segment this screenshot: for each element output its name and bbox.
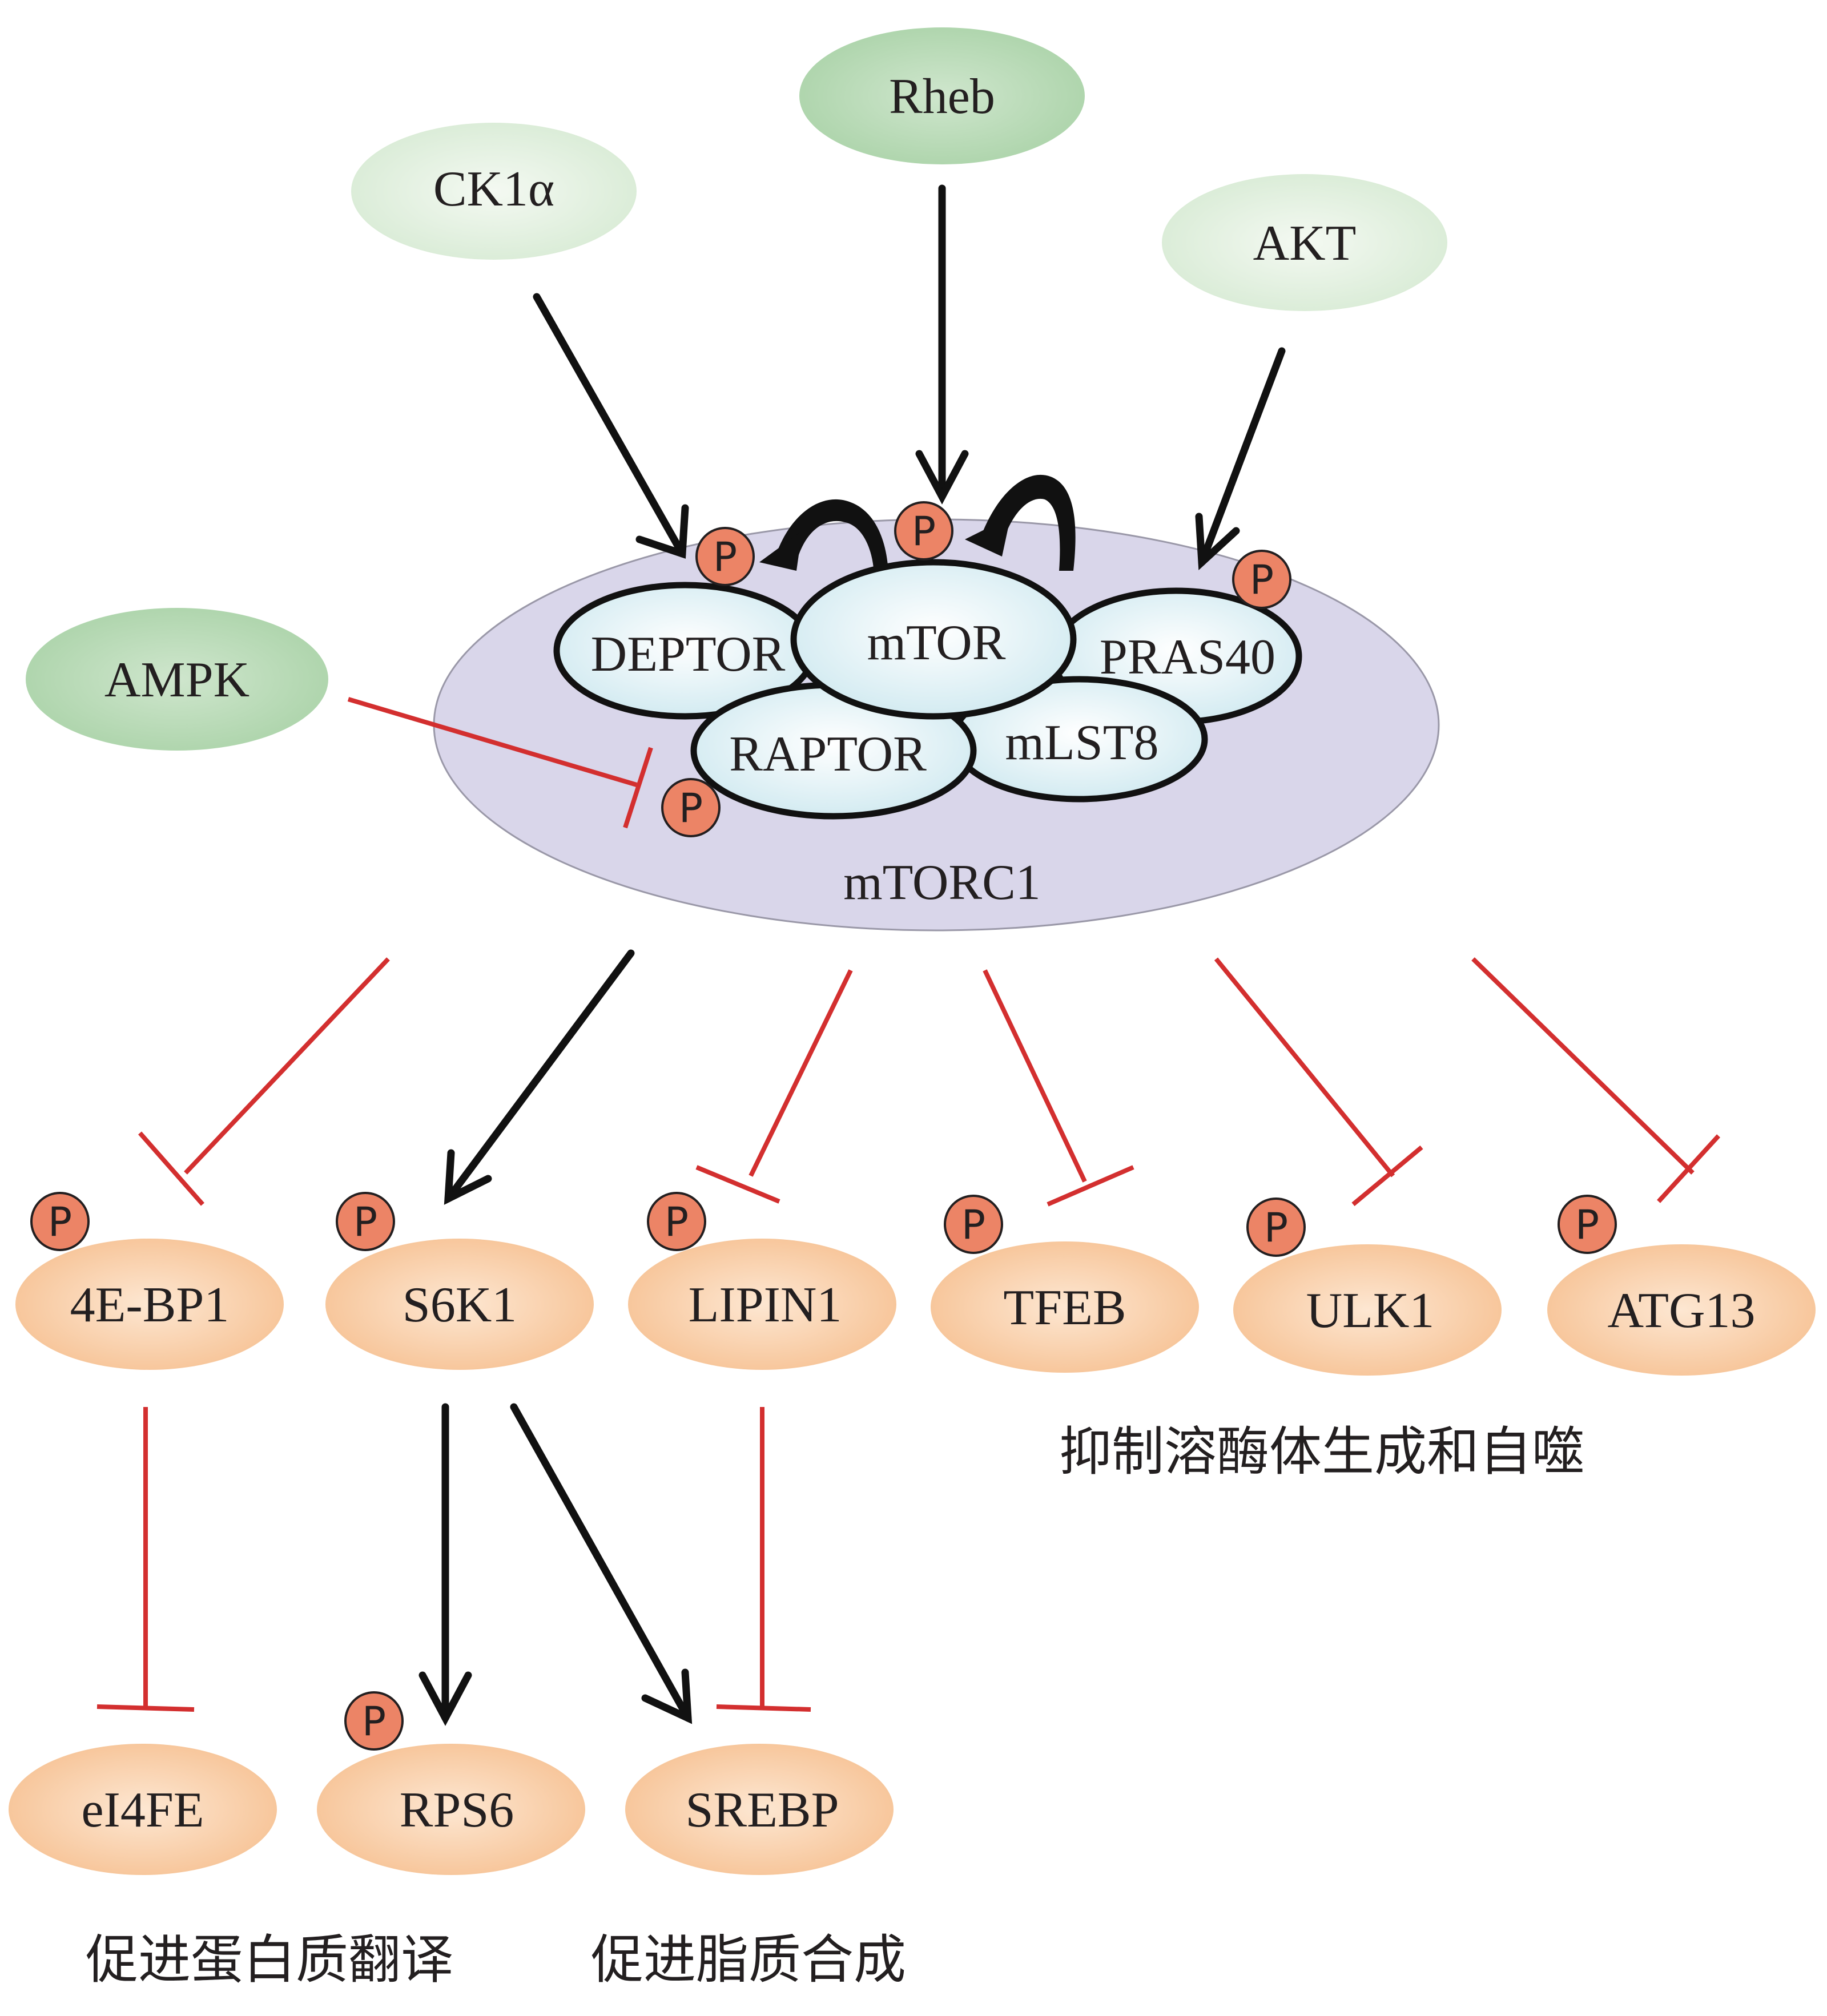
node-ampk: AMPK <box>26 608 328 751</box>
label-rheb: Rheb <box>889 69 995 124</box>
label-ck1a: CK1α <box>433 162 554 217</box>
label-s6k1: S6K1 <box>403 1277 517 1333</box>
arrow-akt-pras40 <box>1198 347 1286 566</box>
phospho-badge-atg13: P <box>1558 1195 1617 1254</box>
label-mtorc1: mTORC1 <box>843 855 1041 910</box>
label-ei4fe: eI4FE <box>81 1783 204 1838</box>
label-pras40: PRAS40 <box>1100 630 1275 685</box>
arrow-s6k1-srebp <box>510 1403 692 1722</box>
label-rps6: RPS6 <box>400 1783 514 1838</box>
curved-arrow-deptor <box>774 499 888 568</box>
inhibit-tfeb-bar <box>1047 1165 1134 1207</box>
node-ck1a: CK1α <box>351 123 637 260</box>
label-ulk1: ULK1 <box>1306 1283 1435 1338</box>
inhibit-ulk1-bar <box>1351 1145 1423 1207</box>
label-akt: AKT <box>1253 216 1357 271</box>
arrowhead-akt <box>1195 513 1240 570</box>
phospho-badge-rps6: P <box>344 1691 404 1751</box>
svg-text:P: P <box>1264 1204 1288 1251</box>
inhibit-4ebp1-bar <box>138 1131 205 1206</box>
phospho-badge-mtor: P <box>894 501 953 561</box>
phospho-badges-complex: P P P P <box>661 501 1291 837</box>
label-atg13: ATG13 <box>1607 1283 1755 1338</box>
caption-autophagy: 抑制溶酶体生成和自噬 <box>1059 1421 1584 1482</box>
inhibit-ulk1-line <box>1214 957 1395 1178</box>
arrowhead-rps6 <box>418 1671 472 1726</box>
svg-text:P: P <box>679 785 703 832</box>
inhibit-ei4fe-bar <box>96 1704 195 1712</box>
svg-text:P: P <box>48 1199 72 1245</box>
label-raptor: RAPTOR <box>729 727 927 782</box>
curved-arrowhead-mtor <box>965 517 1011 557</box>
phospho-badge-ulk1: P <box>1246 1197 1306 1257</box>
svg-text:P: P <box>713 534 737 580</box>
svg-text:P: P <box>362 1698 386 1745</box>
label-tfeb: TFEB <box>1003 1280 1126 1336</box>
inhibition-mtorc1-targets <box>138 957 1720 1207</box>
inhibit-srebp-bar <box>716 1704 811 1712</box>
phospho-badge-raptor: P <box>661 778 721 837</box>
inhibition-second-tier <box>96 1407 811 1712</box>
node-lipin1: LIPIN1 <box>628 1239 896 1370</box>
node-srebp: SREBP <box>625 1744 894 1875</box>
curved-arrowhead-deptor <box>759 531 802 571</box>
activation-arrows-upstream <box>533 184 1286 570</box>
activation-mtorc1-s6k1 <box>444 949 635 1205</box>
label-deptor: DEPTOR <box>591 627 786 682</box>
phospho-badges-targets: P P P P P P <box>30 1192 1617 1257</box>
phospho-badge-pras40: P <box>1232 550 1291 609</box>
autophosphorylation-arrows <box>759 474 1076 571</box>
arrowhead-rheb <box>915 450 969 505</box>
node-tfeb: TFEB <box>931 1241 1199 1373</box>
node-rps6: RPS6 <box>317 1744 585 1875</box>
inhibit-4ebp1-line <box>184 957 390 1175</box>
svg-text:P: P <box>961 1201 985 1248</box>
phospho-badge-lipin1: P <box>647 1192 706 1251</box>
inhibit-atg13-bar <box>1657 1134 1720 1203</box>
caption-translation: 促进蛋白质翻译 <box>86 1929 453 1990</box>
arrowhead-ck1a <box>635 504 689 559</box>
label-lipin1: LIPIN1 <box>689 1277 842 1333</box>
label-ampk: AMPK <box>104 652 249 708</box>
caption-lipid: 促进脂质合成 <box>591 1929 906 1990</box>
node-s6k1: S6K1 <box>325 1239 594 1370</box>
activation-second-tier <box>418 1403 693 1726</box>
node-akt: AKT <box>1162 174 1447 311</box>
subunit-mtor <box>790 559 1077 720</box>
node-ulk1: ULK1 <box>1233 1244 1502 1376</box>
svg-text:P: P <box>665 1199 689 1245</box>
arrow-ck1a-deptor <box>533 293 686 558</box>
inhibit-lipin1-line <box>748 969 853 1177</box>
svg-text:P: P <box>1575 1201 1599 1248</box>
curved-arrow-mtor <box>982 474 1076 571</box>
inhibition-ampk-raptor <box>347 697 653 829</box>
inhibit-atg13-line <box>1471 957 1695 1175</box>
inhibit-lipin1-bar <box>695 1165 780 1204</box>
label-mlst8: mLST8 <box>1005 715 1159 771</box>
svg-text:P: P <box>353 1199 377 1245</box>
phospho-badge-tfeb: P <box>944 1195 1003 1254</box>
label-srebp: SREBP <box>685 1783 839 1838</box>
label-4ebp1: 4E-BP1 <box>70 1277 230 1333</box>
node-rheb: Rheb <box>799 27 1085 164</box>
node-atg13: ATG13 <box>1547 1244 1816 1376</box>
svg-text:P: P <box>1250 557 1274 603</box>
svg-text:P: P <box>912 508 936 555</box>
phospho-badge-deptor: P <box>695 527 755 586</box>
arrowhead-srebp <box>641 1668 693 1724</box>
node-4ebp1: 4E-BP1 <box>15 1239 284 1370</box>
phospho-badge-s6k1: P <box>336 1192 395 1251</box>
node-ei4fe: eI4FE <box>9 1744 277 1875</box>
phospho-badge-4ebp1: P <box>30 1192 90 1251</box>
inhibit-tfeb-line <box>983 969 1087 1183</box>
label-mtor: mTOR <box>867 615 1006 671</box>
